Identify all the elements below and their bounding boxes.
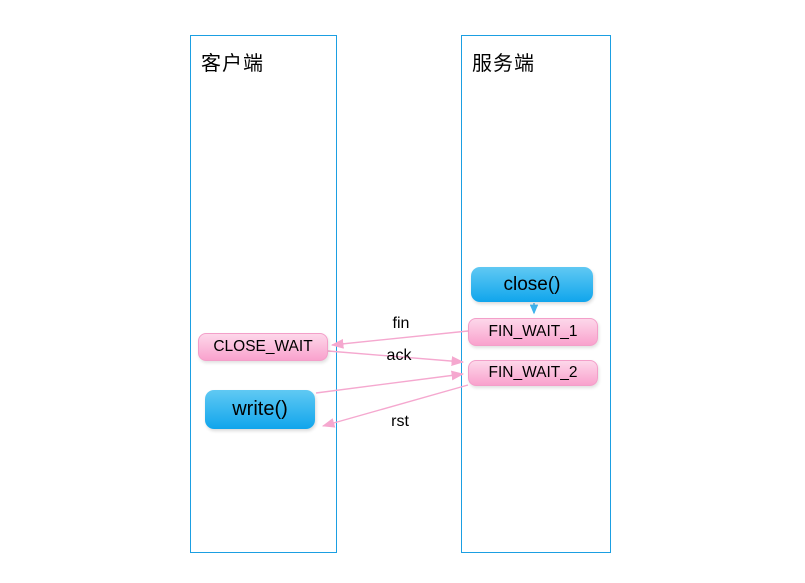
server-title: 服务端 — [472, 53, 535, 75]
rst-label: rst — [391, 413, 409, 430]
client-lifeline-box: 客户端 — [190, 35, 337, 553]
write-data-arrow — [315, 370, 465, 394]
fin-arrow — [330, 330, 469, 349]
node-fin-wait-2: FIN_WAIT_2 — [468, 360, 598, 386]
ack-label: ack — [386, 347, 412, 364]
node-fin-wait-1: FIN_WAIT_1 — [468, 318, 598, 346]
node-close-wait: CLOSE_WAIT — [198, 333, 328, 361]
node-close: close() — [471, 267, 593, 302]
fin-label: fin — [392, 315, 410, 332]
node-write: write() — [205, 390, 315, 429]
client-title: 客户端 — [201, 53, 264, 75]
